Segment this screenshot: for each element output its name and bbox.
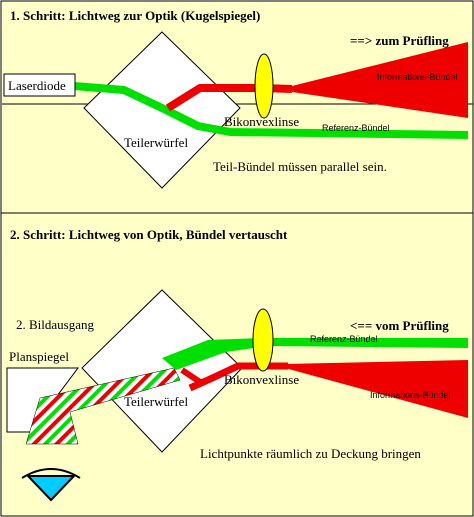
combined-beam-striped	[25, 367, 181, 445]
laser-diode-label: Laserdiode	[8, 78, 66, 93]
panel-2: 2. Schritt: Lichtweg von Optik, Bündel v…	[6, 227, 468, 502]
information-bundle-cone	[285, 360, 468, 418]
panel-2-note: Lichtpunkte räumlich zu Deckung bringen	[200, 446, 421, 461]
panel-2-lens-label: Bikonvexlinse	[224, 372, 299, 387]
panel-2-cube-label: Teilerwürfel	[124, 394, 188, 409]
laser-beam-path	[73, 82, 469, 139]
panel-1: Laserdiode 1. Schritt: Lichtweg zur Opti…	[2, 8, 473, 189]
panel-1-note: Teil-Bündel müssen parallel sein.	[213, 159, 387, 174]
panel-2-information-bundle-label: Informations-Bündel	[370, 390, 451, 400]
panel-2-reference-bundle-label: Referenz-Bündel	[310, 334, 378, 344]
panel-1-reference-bundle-label: Referenz-Bündel	[322, 123, 390, 133]
panel-1-lens-label: Bikonvexlinse	[224, 114, 299, 129]
panel-2-direction: <== vom Prüfling	[350, 318, 449, 333]
biconvex-lens-icon	[252, 308, 274, 372]
panel-2-output-label: 2. Bildausgang	[16, 317, 94, 332]
information-bundle-cone	[292, 42, 468, 118]
panel-2-title: 2. Schritt: Lichtweg von Optik, Bündel v…	[10, 227, 288, 242]
biconvex-lens-icon	[254, 53, 274, 119]
eye-icon	[21, 468, 81, 502]
panel-2-mirror-label: Planspiegel	[9, 349, 69, 364]
reference-beam	[162, 338, 468, 370]
panel-1-direction: ==> zum Prüfling	[350, 33, 449, 48]
red-beam	[165, 84, 293, 112]
panel-1-information-bundle-label: Informations-Bündel	[377, 72, 458, 82]
panel-1-title: 1. Schritt: Lichtweg zur Optik (Kugelspi…	[10, 8, 260, 23]
red-beam-segment	[180, 367, 202, 385]
laser-diode-box	[3, 73, 76, 97]
panel-1-cube-label: Teilerwürfel	[124, 135, 188, 150]
